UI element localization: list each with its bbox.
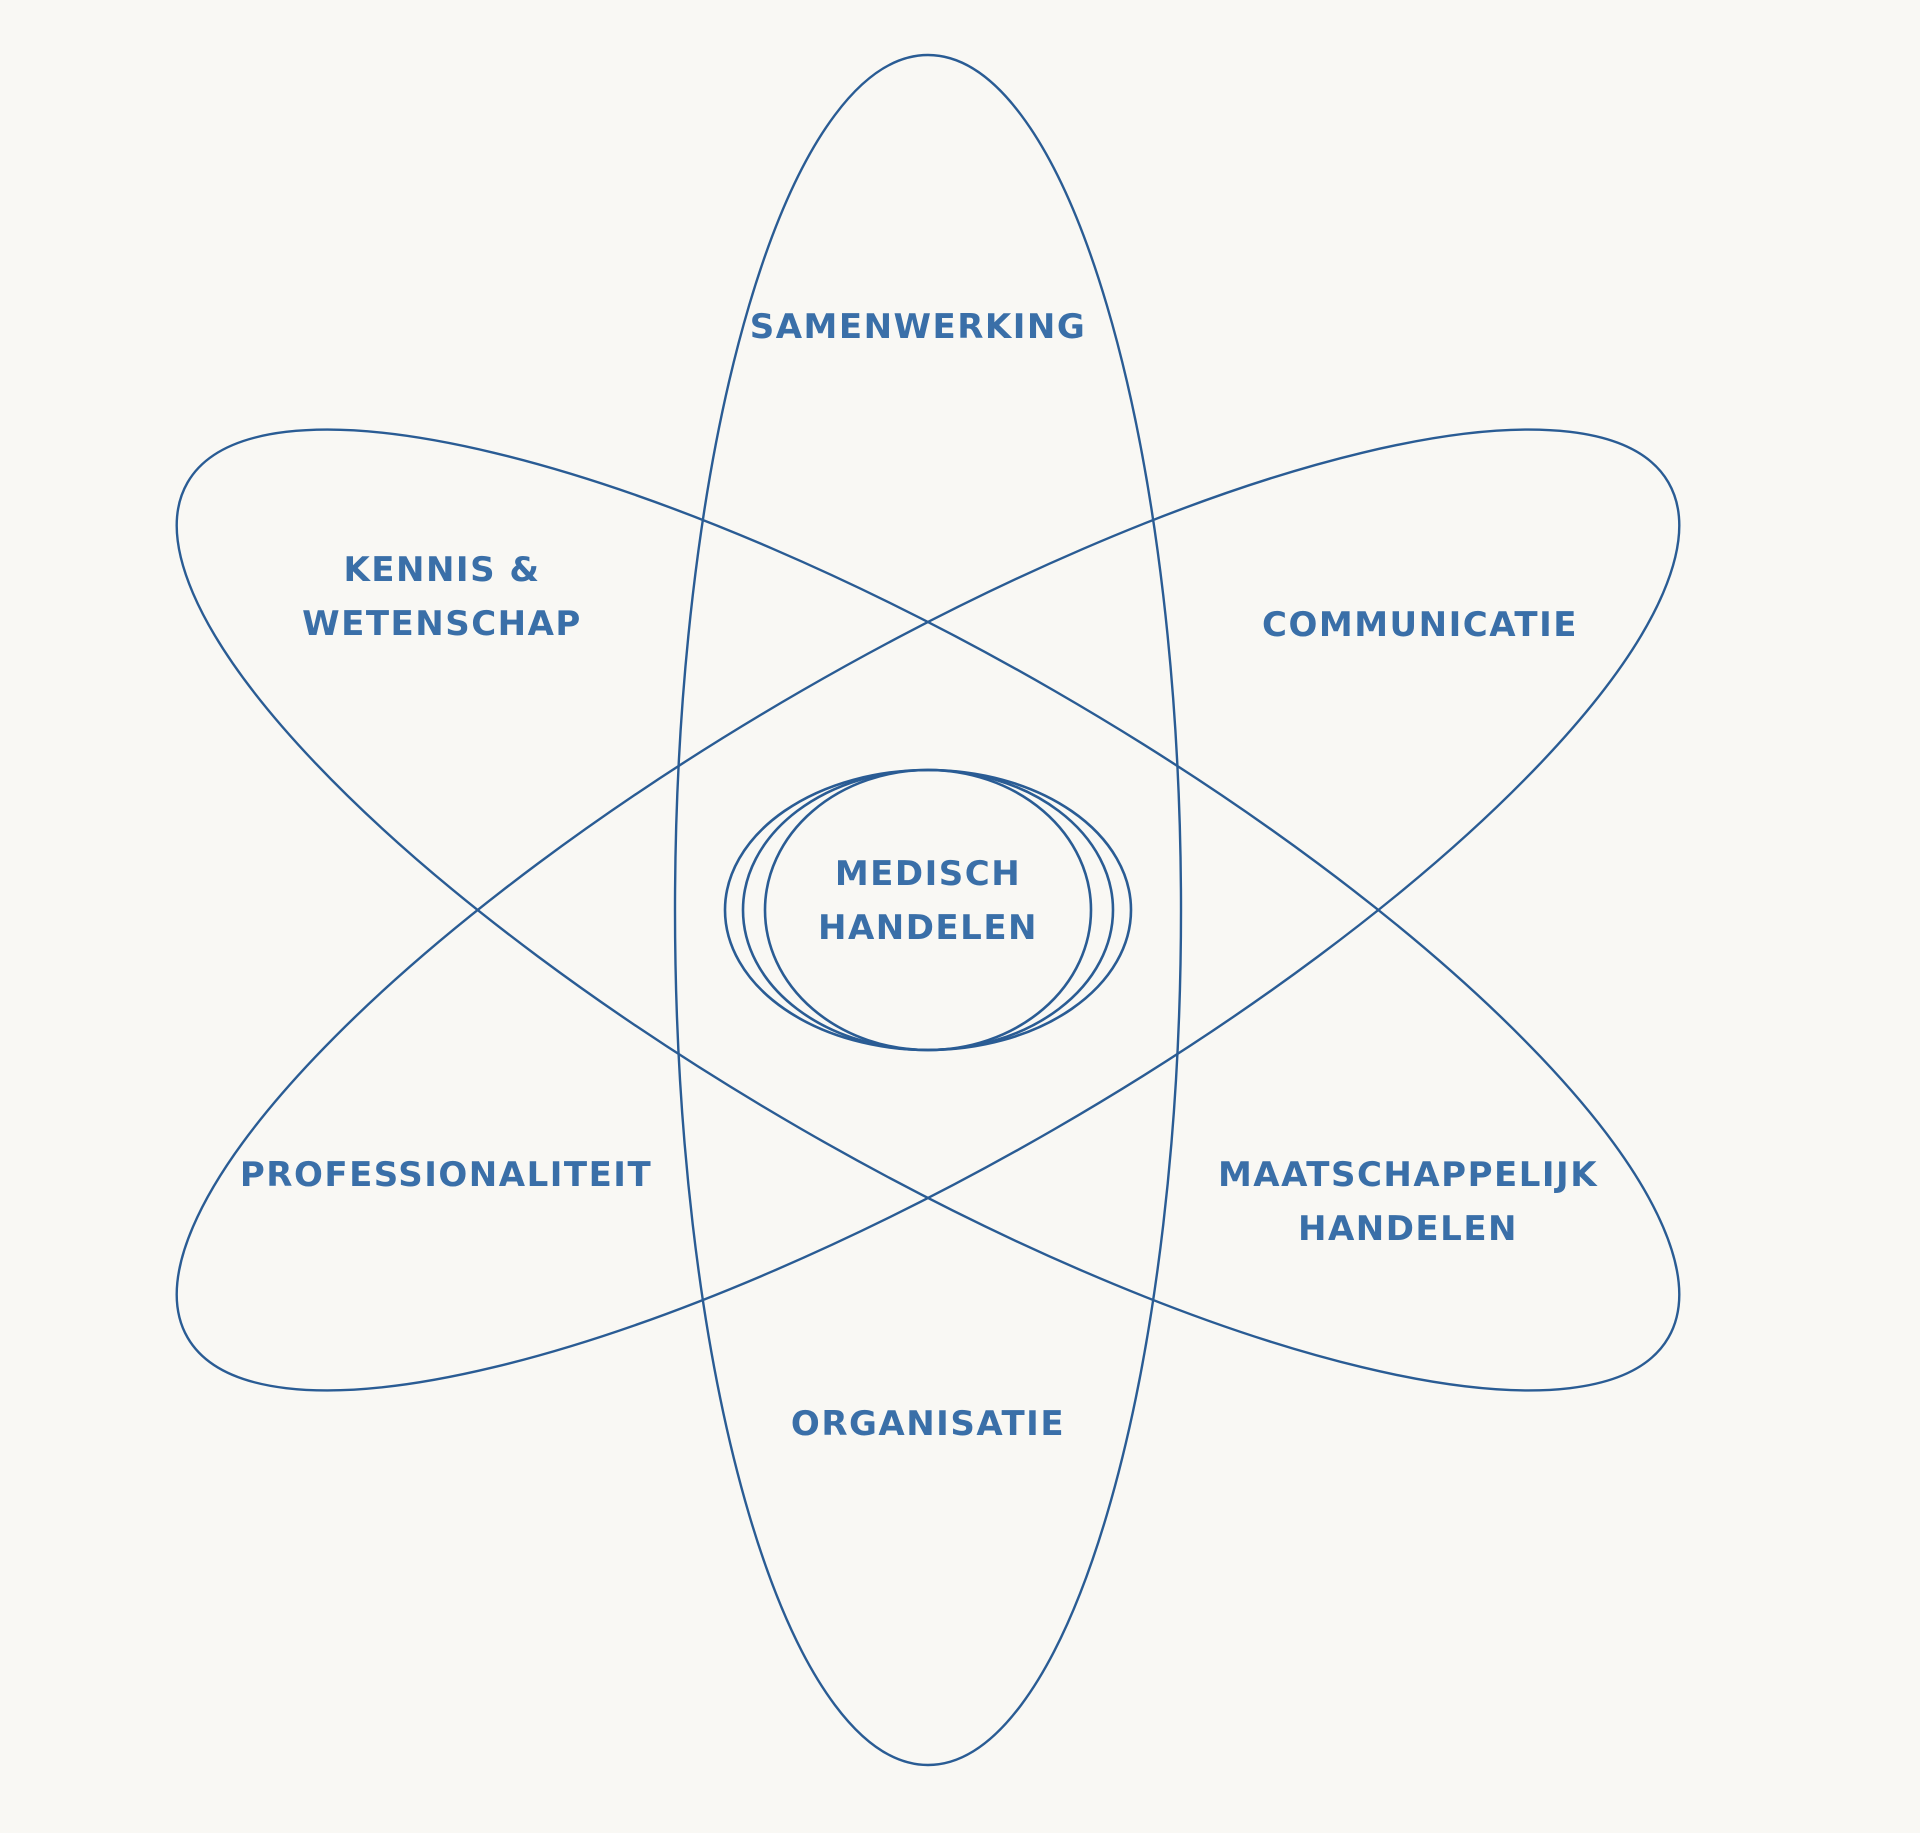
center-label-medisch-handelen: MEDISCH HANDELEN — [818, 854, 1038, 948]
petal-label-kennis-wetenschap-line-2: WETENSCHAP — [302, 604, 582, 644]
center-ring-inner — [763, 768, 1093, 1052]
petal-label-maatschappelijk-handelen-line-1: MAATSCHAPPELIJK — [1218, 1155, 1598, 1195]
petal-label-kennis-wetenschap: KENNIS & WETENSCHAP — [302, 550, 582, 644]
petal-label-maatschappelijk-handelen: MAATSCHAPPELIJK HANDELEN — [1218, 1155, 1598, 1249]
petal-label-communicatie-line-1: COMMUNICATIE — [1262, 605, 1578, 645]
petal-label-organisatie-line-1: ORGANISATIE — [791, 1404, 1065, 1444]
petal-label-kennis-wetenschap-line-1: KENNIS & — [343, 550, 540, 590]
petal-label-professionaliteit: PROFESSIONALITEIT — [240, 1155, 652, 1195]
petal-label-samenwerking: SAMENWERKING — [750, 307, 1087, 347]
petal-ellipse-right-tilt — [175, 428, 1681, 1392]
petal-label-maatschappelijk-handelen-line-2: HANDELEN — [1298, 1209, 1518, 1249]
petal-label-samenwerking-line-1: SAMENWERKING — [750, 307, 1087, 347]
center-label-medisch-handelen-line-2: HANDELEN — [818, 908, 1038, 948]
diagram-lines — [175, 53, 1681, 1767]
petal-label-professionaliteit-line-1: PROFESSIONALITEIT — [240, 1155, 652, 1195]
petal-ellipse-vertical — [673, 53, 1183, 1767]
petal-label-organisatie: ORGANISATIE — [791, 1404, 1065, 1444]
petal-label-communicatie: COMMUNICATIE — [1262, 605, 1578, 645]
petal-ellipse-left-tilt — [175, 428, 1681, 1392]
center-label-medisch-handelen-line-1: MEDISCH — [835, 854, 1021, 894]
